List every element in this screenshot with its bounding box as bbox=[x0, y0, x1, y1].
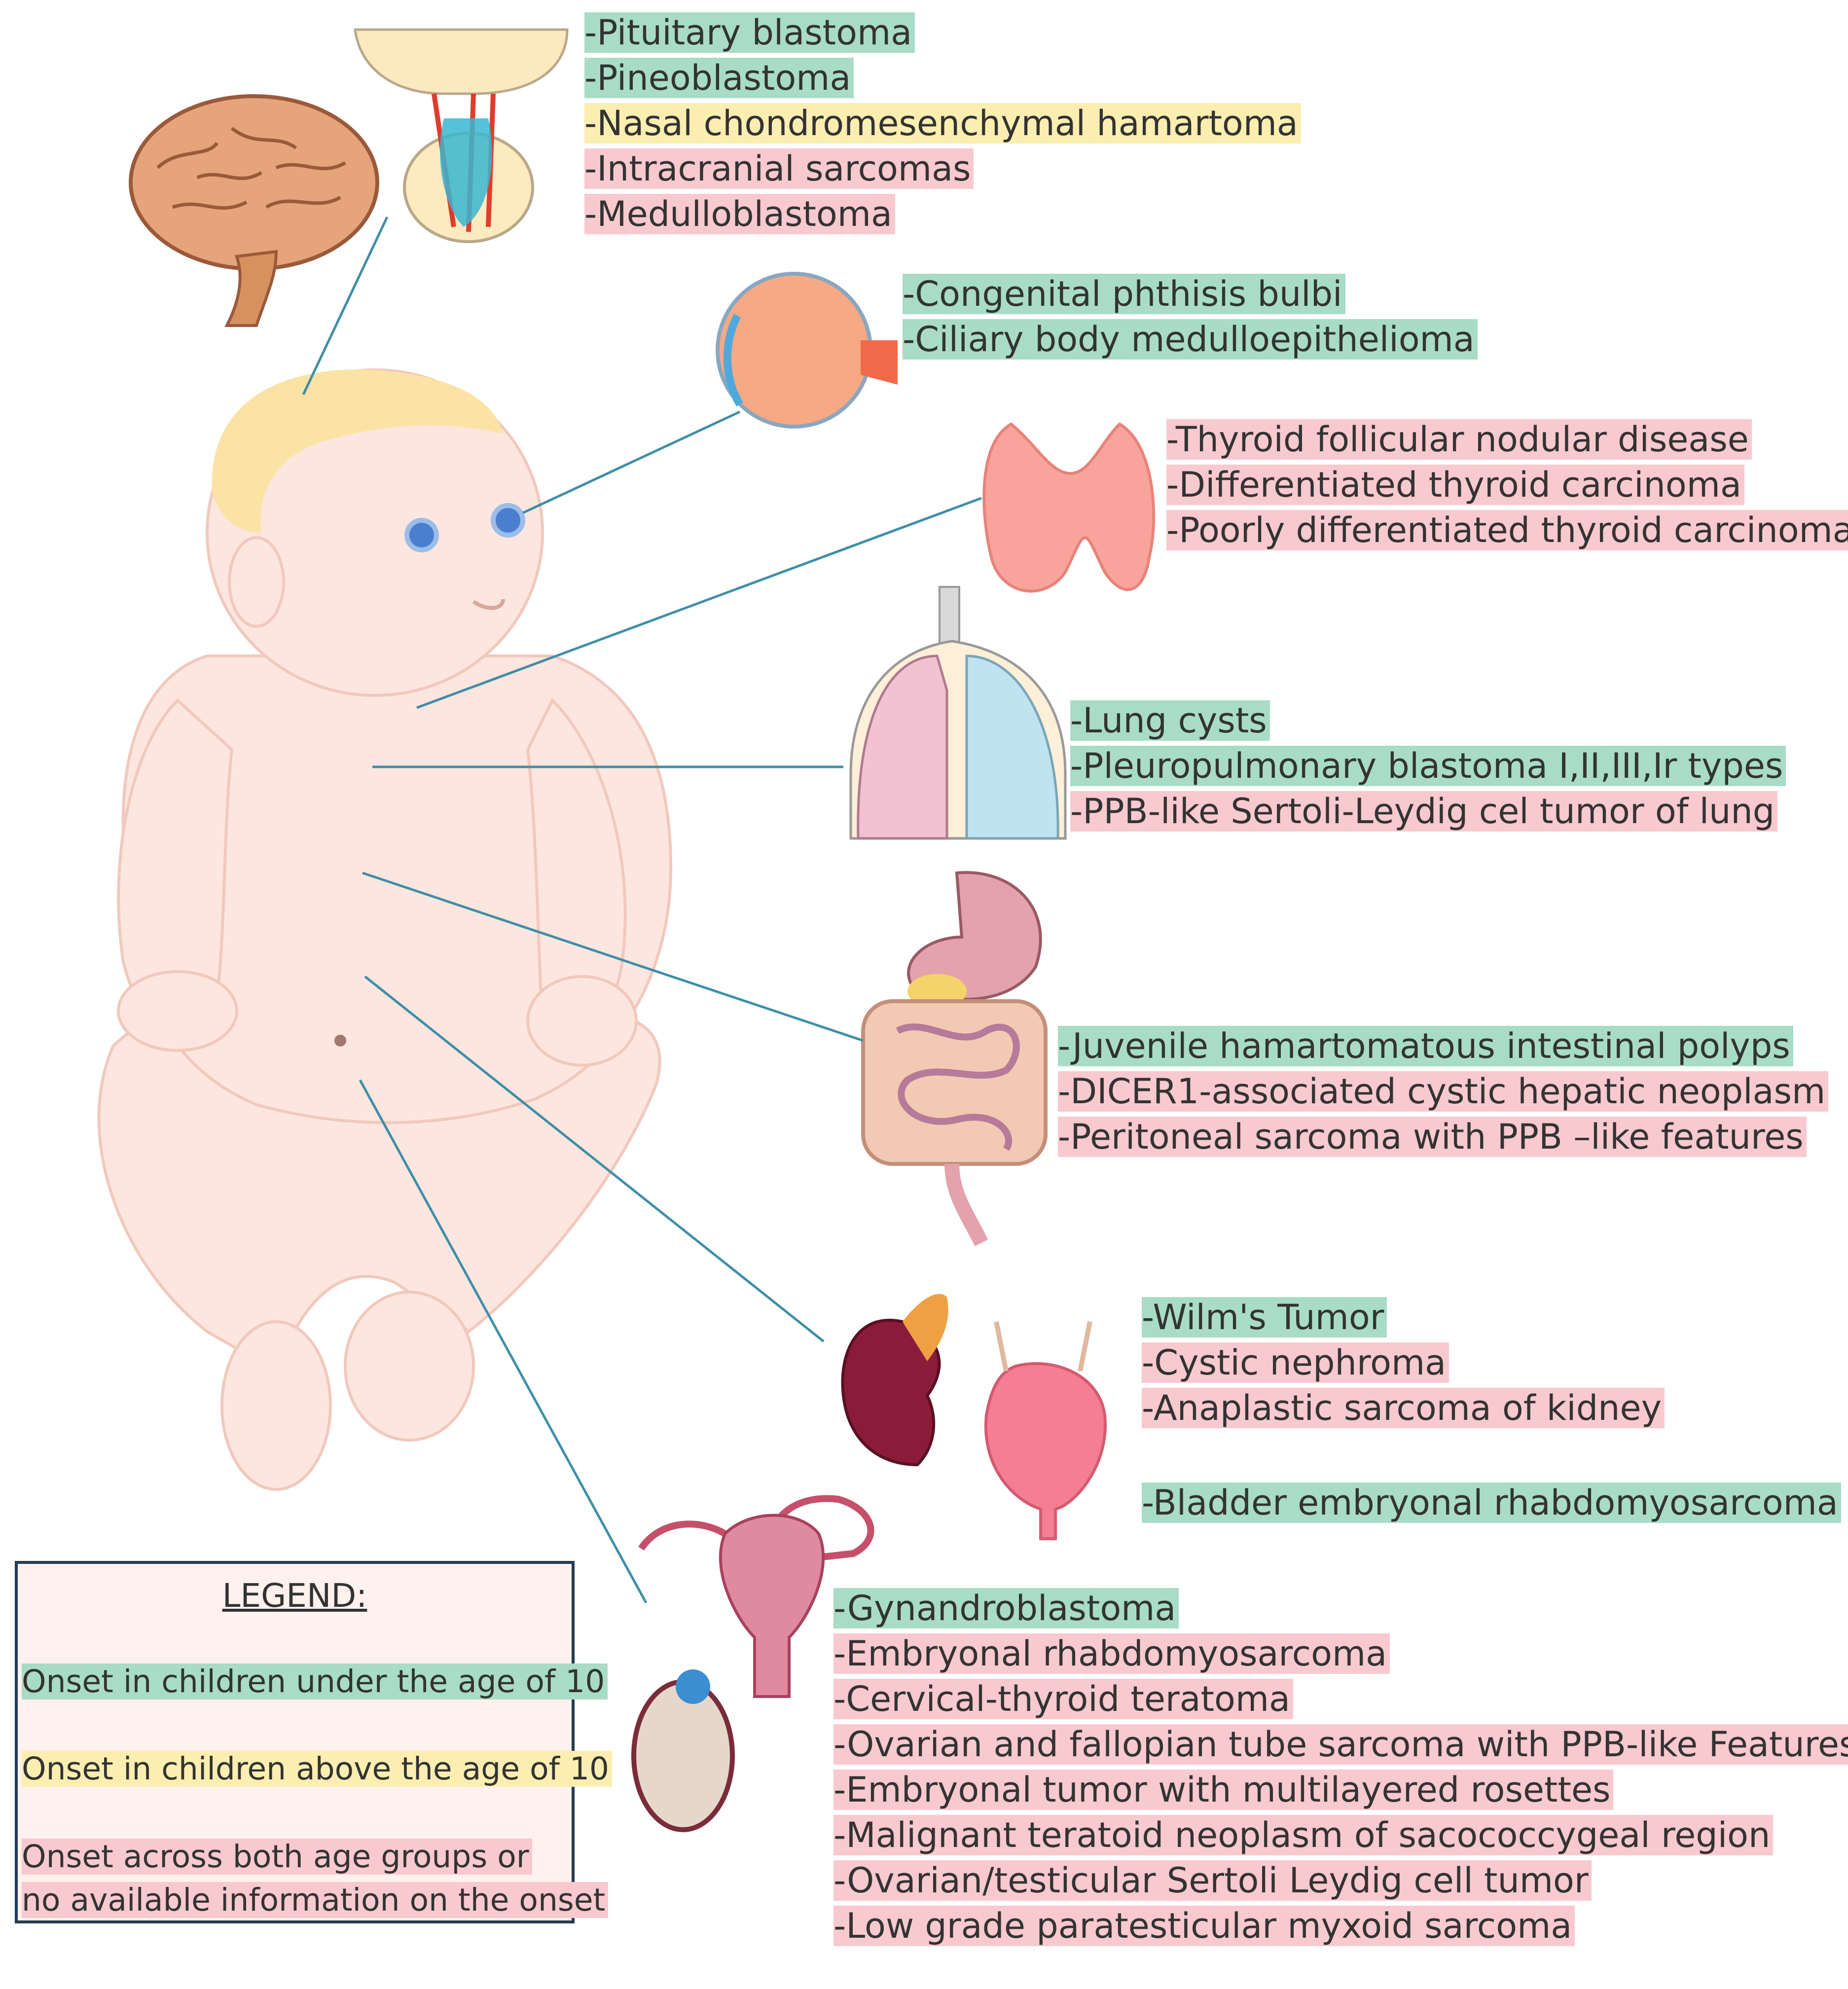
connector-lines bbox=[302, 216, 982, 1604]
baby-eye-right bbox=[491, 503, 525, 538]
legend-pink-label-2: no available information on the onset bbox=[22, 1882, 609, 1918]
lung-conditions-list: -Lung cysts -Pleuropulmonary blastoma I,I… bbox=[1070, 698, 1786, 834]
condition-label: -Congenital phthisis bulbi bbox=[903, 274, 1345, 314]
baby-mouth bbox=[472, 599, 505, 610]
condition-label: -Cystic nephroma bbox=[1142, 1342, 1449, 1383]
legend-yellow-row: Onset in children above the age of 10 bbox=[22, 1747, 613, 1791]
condition-item: -Cervical-thyroid teratoma bbox=[833, 1676, 1848, 1722]
condition-item: -Intracranial sarcomas bbox=[584, 146, 1301, 191]
condition-label: -PPB-like Sertoli-Leydig cel tumor of lu… bbox=[1070, 791, 1778, 832]
condition-item: -Malignant teratoid neoplasm of sacococc… bbox=[833, 1812, 1848, 1858]
list-spacer bbox=[1142, 1431, 1841, 1480]
eye-conditions-list: -Congenital phthisis bulbi -Ciliary body … bbox=[903, 271, 1478, 362]
condition-item: -Nasal chondromesenchymal hamartoma bbox=[584, 101, 1301, 146]
condition-item: -Gynandroblastoma bbox=[833, 1586, 1848, 1631]
condition-label: -Anaplastic sarcoma of kidney bbox=[1142, 1388, 1665, 1428]
baby-figure bbox=[97, 368, 673, 1491]
condition-item: -Ciliary body medulloepithelioma bbox=[903, 317, 1478, 362]
testis-illustration bbox=[631, 1669, 735, 1832]
condition-item: -Differentiated thyroid carcinoma bbox=[1166, 462, 1848, 507]
condition-label: -Peritoneal sarcoma with PPB –like featu… bbox=[1058, 1117, 1807, 1157]
legend-green-row: Onset in children under the age of 10 bbox=[22, 1660, 608, 1703]
kidney-bladder-conditions-list: -Wilm's Tumor-Cystic nephroma -Anaplastic… bbox=[1142, 1295, 1841, 1525]
pituitary-illustration bbox=[354, 28, 569, 243]
uterus-illustration bbox=[638, 1495, 874, 1698]
thyroid-conditions-list: -Thyroid follicular nodular disease -Diff… bbox=[1166, 417, 1848, 553]
condition-item: -Anaplastic sarcoma of kidney bbox=[1142, 1385, 1841, 1431]
condition-item: -Ovarian/testicular Sertoli Leydig cell … bbox=[833, 1858, 1848, 1903]
condition-label: -Nasal chondromesenchymal hamartoma bbox=[584, 103, 1301, 144]
thyroid-illustration bbox=[982, 422, 1156, 593]
condition-label: -Low grade paratesticular myxoid sarcoma bbox=[833, 1906, 1575, 1946]
condition-item: -Thyroid follicular nodular disease bbox=[1166, 417, 1848, 462]
condition-label: -Malignant teratoid neoplasm of sacococc… bbox=[833, 1815, 1774, 1855]
baby-hair bbox=[212, 369, 504, 533]
brain-conditions-list: -Pituitary blastoma -Pineoblastoma -Nasal … bbox=[584, 10, 1301, 237]
condition-item: -Poorly differentiated thyroid carcinoma bbox=[1166, 507, 1848, 553]
condition-label: -Differentiated thyroid carcinoma bbox=[1166, 465, 1744, 505]
condition-label: -Embryonal rhabdomyosarcoma bbox=[833, 1633, 1390, 1674]
baby-navel bbox=[334, 1035, 346, 1047]
condition-label: -Pituitary blastoma bbox=[584, 12, 915, 53]
condition-item: -Bladder embryonal rhabdomyosarcoma bbox=[1142, 1480, 1841, 1525]
condition-label: -Cervical-thyroid teratoma bbox=[833, 1679, 1293, 1719]
legend-pink-label-1: Onset across both age groups or bbox=[22, 1839, 532, 1875]
condition-item: -Juvenile hamartomatous intestinal polyp… bbox=[1058, 1023, 1828, 1069]
condition-item: -Wilm's Tumor bbox=[1142, 1295, 1841, 1340]
condition-item: -Pineoblastoma bbox=[584, 55, 1301, 101]
condition-item: -Pituitary blastoma bbox=[584, 10, 1301, 55]
condition-item: -Lung cysts bbox=[1070, 698, 1786, 743]
condition-label: -Bladder embryonal rhabdomyosarcoma bbox=[1142, 1483, 1841, 1523]
condition-label: -Intracranial sarcomas bbox=[584, 148, 974, 189]
legend-yellow-label: Onset in children above the age of 10 bbox=[22, 1751, 613, 1787]
condition-label: -Thyroid follicular nodular disease bbox=[1166, 419, 1752, 460]
condition-label: -Lung cysts bbox=[1070, 700, 1270, 741]
condition-label: -Ovarian and fallopian tube sarcoma with… bbox=[833, 1724, 1848, 1765]
condition-label: -Embryonal tumor with multilayered roset… bbox=[833, 1770, 1614, 1810]
legend-pink-row-1: Onset across both age groups or bbox=[22, 1835, 532, 1879]
condition-item: -Ovarian and fallopian tube sarcoma with… bbox=[833, 1722, 1848, 1767]
condition-label: -Juvenile hamartomatous intestinal polyp… bbox=[1058, 1026, 1793, 1066]
eye-illustration bbox=[716, 272, 898, 429]
condition-item: -DICER1-associated cystic hepatic neopla… bbox=[1058, 1069, 1829, 1114]
condition-label: -Ciliary body medulloepithelioma bbox=[903, 319, 1478, 360]
condition-label: -Pleuropulmonary blastoma I,II,III,Ir ty… bbox=[1070, 746, 1786, 786]
legend-pink-row-2: no available information on the onset bbox=[22, 1879, 609, 1922]
legend-box: LEGEND: Onset in children under the age … bbox=[15, 1561, 613, 1923]
condition-item: -Embryonal tumor with multilayered roset… bbox=[833, 1767, 1848, 1812]
intestine-conditions-list: -Juvenile hamartomatous intestinal polyp… bbox=[1058, 1023, 1829, 1159]
condition-item: -Medulloblastoma bbox=[584, 191, 1301, 237]
condition-item: -Cystic nephroma bbox=[1142, 1340, 1841, 1385]
reproductive-conditions-list: -Gynandroblastoma -Embryonal rhabdomyosar… bbox=[833, 1586, 1848, 1949]
condition-label: -Ovarian/testicular Sertoli Leydig cell … bbox=[833, 1860, 1592, 1901]
bladder-illustration bbox=[984, 1321, 1107, 1540]
condition-item: -Pleuropulmonary blastoma I,II,III,Ir ty… bbox=[1070, 743, 1786, 789]
digestive-illustration bbox=[861, 871, 1048, 1246]
condition-label: -Medulloblastoma bbox=[584, 194, 895, 234]
legend-title: LEGEND: bbox=[222, 1577, 367, 1615]
condition-label: -DICER1-associated cystic hepatic neopla… bbox=[1058, 1071, 1829, 1112]
baby-eye-left bbox=[404, 518, 439, 552]
condition-label: -Poorly differentiated thyroid carcinoma bbox=[1166, 510, 1848, 550]
kidney-illustration bbox=[841, 1294, 948, 1467]
condition-label: -Gynandroblastoma bbox=[833, 1588, 1179, 1628]
condition-label: -Pineoblastoma bbox=[584, 58, 854, 98]
condition-item: -Congenital phthisis bulbi bbox=[903, 271, 1478, 317]
condition-label: -Wilm's Tumor bbox=[1142, 1297, 1387, 1338]
condition-item: -Embryonal rhabdomyosarcoma bbox=[833, 1631, 1848, 1676]
brain-illustration bbox=[129, 94, 379, 327]
condition-item: -Low grade paratesticular myxoid sarcoma bbox=[833, 1903, 1848, 1949]
legend-green-label: Onset in children under the age of 10 bbox=[22, 1664, 608, 1700]
condition-item: -Peritoneal sarcoma with PPB –like featu… bbox=[1058, 1114, 1828, 1159]
condition-item: -PPB-like Sertoli-Leydig cel tumor of lu… bbox=[1070, 789, 1786, 834]
lungs-illustration bbox=[849, 586, 1067, 840]
